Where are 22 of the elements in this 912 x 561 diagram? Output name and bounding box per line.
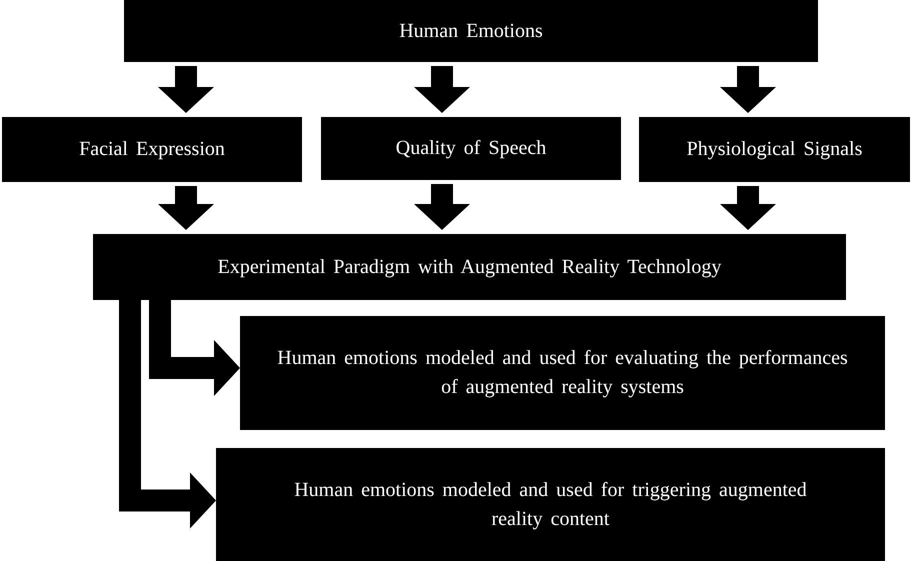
block-arrow <box>119 300 216 528</box>
block-arrow <box>720 66 776 113</box>
box-label: Facial Expression <box>79 137 225 162</box>
box-label: Human emotions modeled and used for triggering augmented reality content <box>293 478 808 532</box>
process-box <box>216 448 885 561</box>
process-box <box>240 316 885 430</box>
block-arrow <box>158 66 214 113</box>
block-arrow <box>149 300 240 396</box>
process-box <box>321 117 621 180</box>
box-label: Physiological Signals <box>686 137 862 162</box>
process-box <box>2 117 302 182</box>
block-arrow <box>158 186 214 230</box>
box-label: Quality of Speech <box>396 136 546 161</box>
block-arrow <box>414 66 470 113</box>
process-box <box>639 117 910 182</box>
block-arrow <box>414 184 470 230</box>
process-box <box>124 0 818 62</box>
process-box <box>93 234 846 300</box>
box-label: Human emotions modeled and used for evaluating the performances of augmented reality systems <box>276 346 849 400</box>
block-arrow <box>720 186 776 230</box>
box-label: Human Emotions <box>399 18 543 44</box>
box-label: Experimental Paradigm with Augmented Reality Technology <box>218 254 722 280</box>
